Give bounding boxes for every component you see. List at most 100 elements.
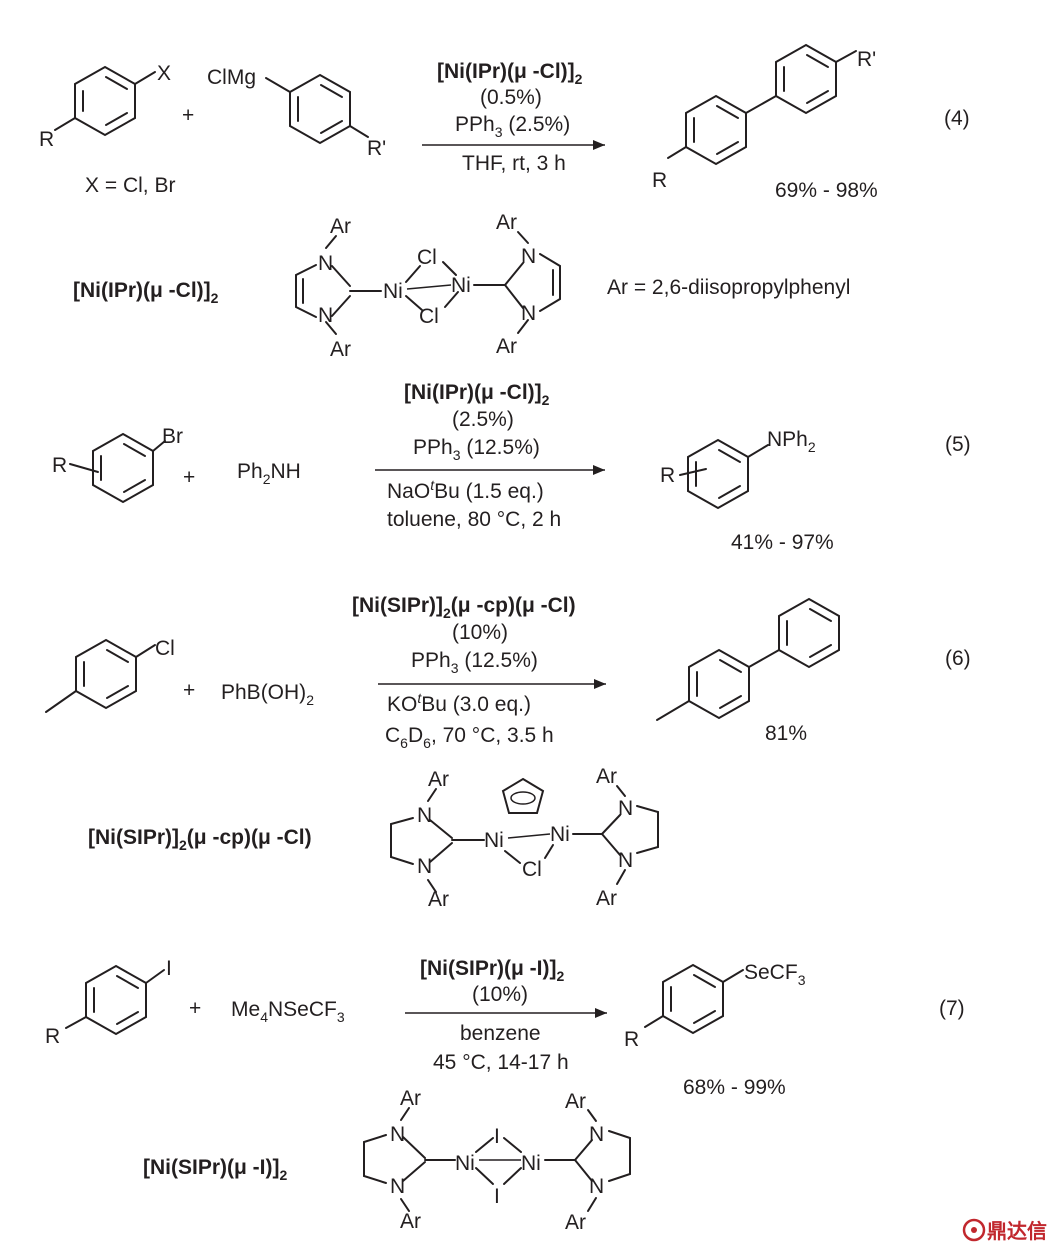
solvent-conditions: toluene, 80 °C, 2 h xyxy=(387,508,561,531)
catalyst-name: [Ni(IPr)(μ -Cl)]2 xyxy=(73,279,219,306)
product-r-prime: R' xyxy=(857,48,876,71)
ligand-label: PPh3 (2.5%) xyxy=(455,113,570,140)
triarylamine-product xyxy=(679,438,769,510)
solvent-conditions: THF, rt, 3 h xyxy=(462,152,566,175)
plus-sign: + xyxy=(182,104,194,127)
ar-group: Ar xyxy=(496,335,517,358)
equation-number: (4) xyxy=(944,107,970,130)
ar-group: Ar xyxy=(596,765,617,788)
base-label: KOtBu (3.0 eq.) xyxy=(387,690,531,716)
ar-definition: Ar = 2,6-diisopropylphenyl xyxy=(607,276,850,299)
equation-number: (6) xyxy=(945,647,971,670)
biphenyl-product xyxy=(667,43,857,166)
grignard-ring xyxy=(265,73,369,145)
reaction-7: I R + Me4NSeCF3 [Ni(SIPr)(μ -I)]2 (10%) … xyxy=(45,957,965,1099)
n-atom: N xyxy=(521,302,536,325)
substituent-i: I xyxy=(166,957,172,980)
ni-atom: Ni xyxy=(455,1152,475,1175)
ar-group: Ar xyxy=(428,888,449,911)
catalyst-loading: (0.5%) xyxy=(480,86,542,109)
solvent-conditions: C6D6, 70 °C, 3.5 h xyxy=(385,724,554,751)
nph2-label: NPh2 xyxy=(767,428,816,455)
product-r: R xyxy=(652,169,667,192)
n-atom: N xyxy=(417,804,432,827)
ligand-label: PPh3 (12.5%) xyxy=(413,436,540,463)
ni-atom: Ni xyxy=(484,829,504,852)
equation-number: (5) xyxy=(945,433,971,456)
reaction-4: X R + ClMg R' X = Cl, Br [Ni(IPr)(μ -Cl)… xyxy=(39,43,970,202)
bromoarene-ring xyxy=(69,432,166,504)
n-atom: N xyxy=(618,797,633,820)
chlorotoluene-ring xyxy=(45,638,156,713)
reaction-5: Br R + Ph2NH [Ni(IPr)(μ -Cl)]2 (2.5%) PP… xyxy=(52,381,971,554)
reaction-6: Cl + PhB(OH)2 [Ni(SIPr)]2(μ -cp)(μ -Cl) … xyxy=(45,594,971,751)
catalyst-label: [Ni(IPr)(μ -Cl)]2 xyxy=(404,381,550,408)
cl-atom: Cl xyxy=(419,305,439,328)
secf3-label: SeCF3 xyxy=(744,961,806,988)
n-atom: N xyxy=(589,1123,604,1146)
ar-group: Ar xyxy=(400,1087,421,1110)
iodoarene-ring xyxy=(65,964,165,1036)
clmg-label: ClMg xyxy=(207,66,256,89)
temperature-time: 45 °C, 14-17 h xyxy=(433,1051,569,1074)
substituent-r-prime: R' xyxy=(367,137,386,160)
n-atom: N xyxy=(417,855,432,878)
n-atom: N xyxy=(521,245,536,268)
equation-number: (7) xyxy=(939,997,965,1020)
catalyst-name: [Ni(SIPr)]2(μ -cp)(μ -Cl) xyxy=(88,826,312,853)
trifluoromethylselenolate-label: Me4NSeCF3 xyxy=(231,998,345,1025)
i-atom: I xyxy=(494,1125,500,1148)
solvent-label: benzene xyxy=(460,1022,541,1045)
base-label: NaOtBu (1.5 eq.) xyxy=(387,477,544,503)
substituent-cl: Cl xyxy=(155,637,175,660)
substituent-r: R xyxy=(45,1025,60,1048)
boronic-acid-label: PhB(OH)2 xyxy=(221,681,314,708)
ni-atom: Ni xyxy=(383,280,403,303)
ar-group: Ar xyxy=(428,768,449,791)
plus-sign: + xyxy=(183,679,195,702)
catalyst-loading: (2.5%) xyxy=(452,408,514,431)
plus-sign: + xyxy=(189,997,201,1020)
catalyst-label: [Ni(IPr)(μ -Cl)]2 xyxy=(437,60,583,87)
catalyst-structure-sipr-i: [Ni(SIPr)(μ -I)]2 N N Ar Ar Ni Ni I I N … xyxy=(143,1087,631,1234)
aryl-scf3-product xyxy=(644,963,744,1035)
plus-sign: + xyxy=(183,466,195,489)
substituent-r: R xyxy=(52,454,67,477)
n-atom: N xyxy=(618,849,633,872)
ar-group: Ar xyxy=(565,1090,586,1113)
catalyst-label: [Ni(SIPr)]2(μ -cp)(μ -Cl) xyxy=(352,594,576,621)
catalyst-loading: (10%) xyxy=(452,621,508,644)
substituent-br: Br xyxy=(162,425,183,448)
diphenylamine-label: Ph2NH xyxy=(237,460,301,487)
ar-group: Ar xyxy=(400,1210,421,1233)
n-atom: N xyxy=(390,1123,405,1146)
product-r: R xyxy=(624,1028,639,1051)
ar-group: Ar xyxy=(596,887,617,910)
n-atom: N xyxy=(390,1175,405,1198)
cyclopentadienyl-ring xyxy=(501,777,545,814)
yield-label: 41% - 97% xyxy=(731,531,834,554)
ar-group: Ar xyxy=(330,215,351,238)
catalyst-structure-sipr-cp: [Ni(SIPr)]2(μ -cp)(μ -Cl) N N Ar Ar Ni N… xyxy=(88,765,659,911)
ar-group: Ar xyxy=(496,211,517,234)
methylbiphenyl-product xyxy=(656,597,840,721)
ar-group: Ar xyxy=(565,1211,586,1234)
catalyst-name: [Ni(SIPr)(μ -I)]2 xyxy=(143,1156,288,1183)
catalyst-loading: (10%) xyxy=(472,983,528,1006)
catalyst-label: [Ni(SIPr)(μ -I)]2 xyxy=(420,957,565,984)
n-atom: N xyxy=(589,1175,604,1198)
yield-label: 69% - 98% xyxy=(775,179,878,202)
substituent-x: X xyxy=(157,62,171,85)
watermark-logo: 鼎达信 xyxy=(962,1218,1047,1243)
n-atom: N xyxy=(318,252,333,275)
ar-group: Ar xyxy=(330,338,351,361)
substituent-r: R xyxy=(39,128,54,151)
ligand-label: PPh3 (12.5%) xyxy=(411,649,538,676)
watermark-text: 鼎达信 xyxy=(987,1219,1047,1243)
i-atom: I xyxy=(494,1185,500,1208)
cl-atom: Cl xyxy=(522,858,542,881)
cl-atom: Cl xyxy=(417,246,437,269)
ni-atom: Ni xyxy=(521,1152,541,1175)
aryl-halide-ring xyxy=(54,65,156,137)
